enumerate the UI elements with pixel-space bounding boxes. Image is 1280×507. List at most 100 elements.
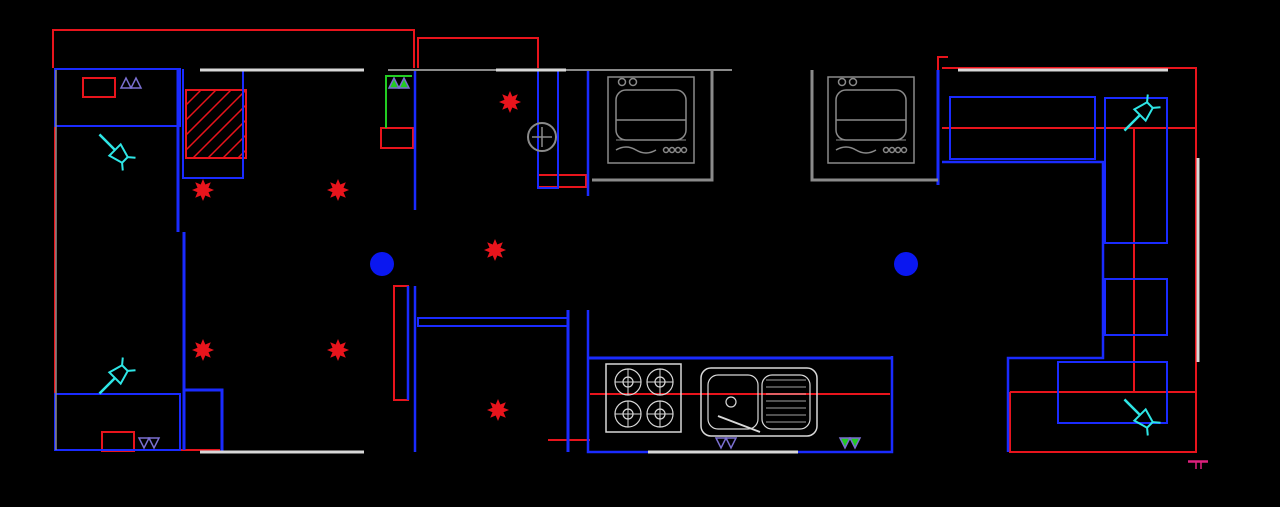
sink-faucet [717,415,761,433]
lamp-rays [1146,94,1161,109]
ceiling-light-icon [327,179,349,201]
stove-body [605,363,682,433]
washer-knob [848,77,858,87]
lamp-arm [98,377,116,395]
socket-icon [387,76,411,89]
washer-button [674,146,682,154]
ceiling-light-icon [327,339,349,361]
ceiling-light-icon [499,91,521,113]
washing-machine-right-icon [827,76,915,164]
socket-icon [137,437,161,450]
lamp-shade [107,142,129,164]
sink-outline [700,367,818,437]
ceiling-light-icon [192,339,214,361]
bottom-closet-outline [183,388,224,452]
sink-drain [725,396,737,408]
hatch-line [207,119,247,159]
washer-hose [835,146,877,154]
washer-button [680,146,688,154]
blue-wall-layer [54,68,1168,454]
right-red-outline [942,67,1197,453]
socket-box-top [82,77,116,98]
ceiling-light-icon [487,399,509,421]
washer-left-niche [592,70,714,182]
socket-triangle [387,76,401,89]
hatch-line [185,89,202,106]
wall-lamp-icon [1123,398,1161,436]
right-room-outline [942,160,1105,452]
wall-tap-icon [527,122,557,152]
lamp-rays [121,357,136,372]
lamp-arm [98,133,116,151]
tap-handle [532,127,552,147]
wall-lamp-icon [98,357,136,395]
socket-icon [119,76,143,89]
washer-knob [628,77,638,87]
red-outline-layer [52,29,1208,469]
four-burner-stove-icon [605,363,682,433]
socket-box-bottom [101,431,135,452]
socket-triangle [119,76,133,89]
hatch-line [192,104,247,159]
burner-grate [647,401,673,427]
fridge-red-box [380,127,414,149]
right-bottom-cabinet [1057,361,1168,424]
socket-triangle [147,437,161,450]
door-red-panel [393,285,409,401]
utility-cabinet [537,70,559,189]
hatch-line [185,89,232,136]
fixture-layer [98,75,1161,450]
washer-right-niche [810,70,938,182]
washer-button [900,146,908,154]
washer-body [827,76,915,164]
socket-triangle [838,437,852,450]
spot-light-icon [894,252,918,276]
right-small-cabinet [1104,278,1168,336]
socket-icon [838,437,862,450]
hatched-cabinet [185,89,247,159]
bottom-left-cabinet [54,393,181,451]
lamp-shade [107,364,129,386]
socket-triangle [848,437,862,450]
lamp-shade [1132,101,1154,123]
sink-drainboard [761,374,811,430]
socket-triangle [724,437,738,450]
utility-red-box [537,174,587,188]
wall-lamp-icon [1123,94,1161,132]
top-center-red-outline [417,37,539,68]
fridge-green-outline [385,75,412,128]
sink-basin [707,374,759,430]
right-upper-cabinet [949,96,1096,160]
hatch-line [185,89,217,121]
tap-ring [527,122,557,152]
ceiling-light-icon [192,179,214,201]
left-red-outline [54,126,220,451]
socket-triangle [397,76,411,89]
ceiling-light-icon [484,239,506,261]
washer-button [882,146,890,154]
washer-button [894,146,902,154]
washer-button [888,146,896,154]
washer-knob [837,77,847,87]
double-sink-icon [700,367,818,437]
socket-icon [714,437,738,450]
hatch-line [185,89,247,151]
right-tall-cabinet [1104,97,1168,244]
burner-grate [615,369,641,395]
grid-marker-icon [1188,460,1208,469]
window-layer [55,68,1200,454]
washer-button [668,146,676,154]
washer-knob [617,77,627,87]
lamp-arm [1123,114,1141,132]
spot-light-icon [370,252,394,276]
socket-triangle [129,76,143,89]
top-left-cabinet [54,68,181,127]
lamp-rays [121,156,136,171]
washer-door [835,89,907,141]
top-left-red-outline [52,29,415,68]
burner-grate [647,369,673,395]
socket-triangle [137,437,151,450]
lamp-rays [1146,421,1161,436]
kitchen-counter-outline [586,310,894,454]
